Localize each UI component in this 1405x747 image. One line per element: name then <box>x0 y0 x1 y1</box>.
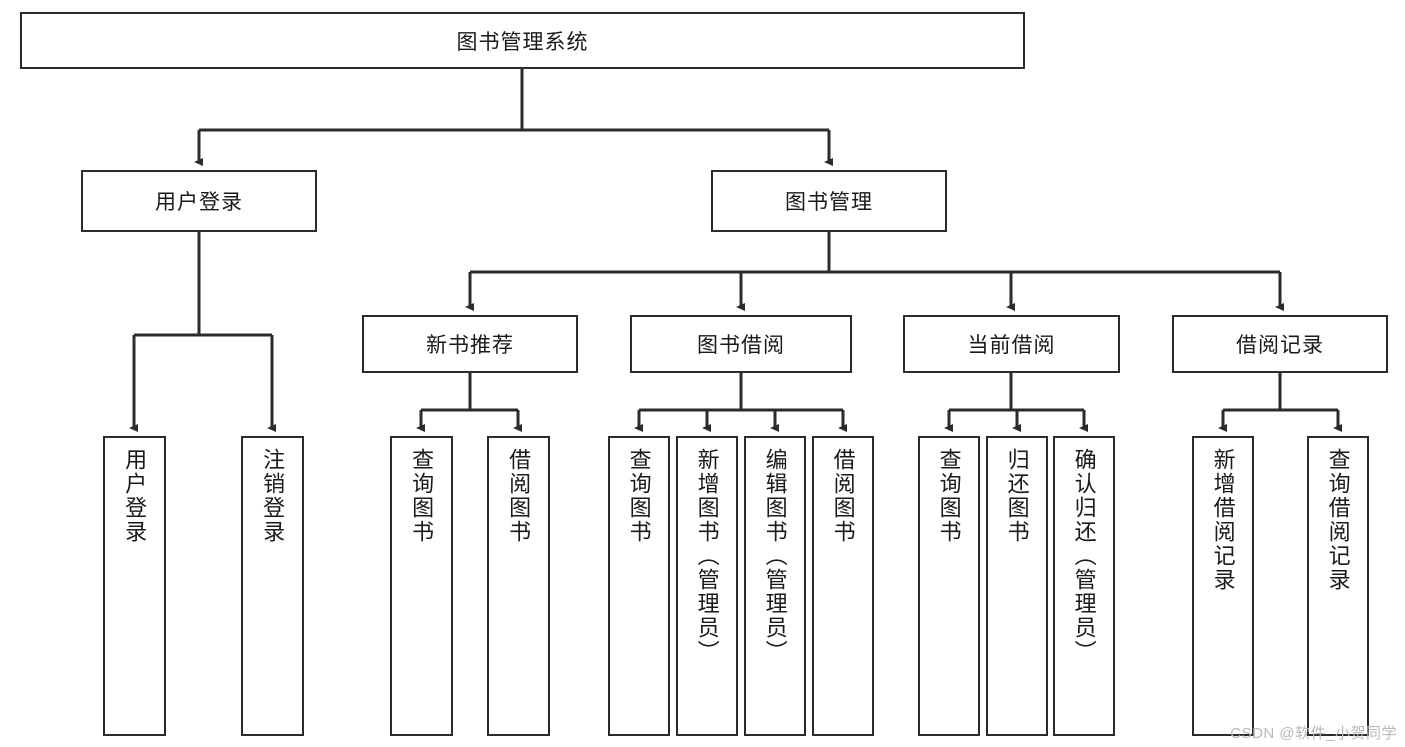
node-book-borrow[interactable]: 图书借阅 <box>630 315 852 373</box>
node-borrow-record[interactable]: 借阅记录 <box>1172 315 1388 373</box>
leaf-user-login-login[interactable]: 用户登录 <box>103 436 166 736</box>
leaf-borrow-record-add-record[interactable]: 新增借阅记录 <box>1192 436 1254 736</box>
node-label: 借阅记录 <box>1236 334 1324 357</box>
node-label: 查询借阅记录 <box>1325 448 1351 592</box>
node-label: 编辑图书（管理员） <box>762 448 788 664</box>
node-root-book-management-system[interactable]: 图书管理系统 <box>20 12 1025 69</box>
node-book-management[interactable]: 图书管理 <box>711 170 947 232</box>
node-label: 确认归还（管理员） <box>1071 448 1097 664</box>
leaf-book-borrow-borrow-book[interactable]: 借阅图书 <box>812 436 874 736</box>
leaf-current-borrow-return-book[interactable]: 归还图书 <box>986 436 1048 736</box>
node-label: 图书管理 <box>785 191 873 214</box>
node-label: 借阅图书 <box>506 448 532 544</box>
leaf-new-book-query-book[interactable]: 查询图书 <box>390 436 453 736</box>
node-label: 借阅图书 <box>830 448 856 544</box>
node-label: 新增借阅记录 <box>1210 448 1236 592</box>
leaf-book-borrow-edit-book-admin[interactable]: 编辑图书（管理员） <box>744 436 806 736</box>
watermark: CSDN @软件_小贺同学 <box>1230 725 1397 742</box>
node-label: 查询图书 <box>936 448 962 544</box>
node-label: 图书管理系统 <box>456 30 589 54</box>
node-label: 用户登录 <box>122 448 148 544</box>
node-label: 注销登录 <box>260 448 286 544</box>
node-new-book-recommend[interactable]: 新书推荐 <box>362 315 578 373</box>
node-label: 新增图书（管理员） <box>694 448 720 664</box>
node-label: 归还图书 <box>1004 448 1030 544</box>
node-label: 查询图书 <box>409 448 435 544</box>
node-label: 当前借阅 <box>967 334 1056 357</box>
node-current-borrow[interactable]: 当前借阅 <box>903 315 1120 373</box>
leaf-book-borrow-add-book-admin[interactable]: 新增图书（管理员） <box>676 436 738 736</box>
node-label: 用户登录 <box>155 191 243 214</box>
node-label: 查询图书 <box>626 448 652 544</box>
leaf-new-book-borrow-book[interactable]: 借阅图书 <box>487 436 550 736</box>
leaf-book-borrow-query-book[interactable]: 查询图书 <box>608 436 670 736</box>
node-label: 图书借阅 <box>697 334 785 357</box>
leaf-current-borrow-confirm-return-admin[interactable]: 确认归还（管理员） <box>1053 436 1115 736</box>
leaf-user-login-logout[interactable]: 注销登录 <box>241 436 304 736</box>
leaf-current-borrow-query-book[interactable]: 查询图书 <box>918 436 980 736</box>
leaf-borrow-record-query-record[interactable]: 查询借阅记录 <box>1307 436 1369 736</box>
node-label: 新书推荐 <box>426 334 514 357</box>
node-user-login[interactable]: 用户登录 <box>81 170 317 232</box>
